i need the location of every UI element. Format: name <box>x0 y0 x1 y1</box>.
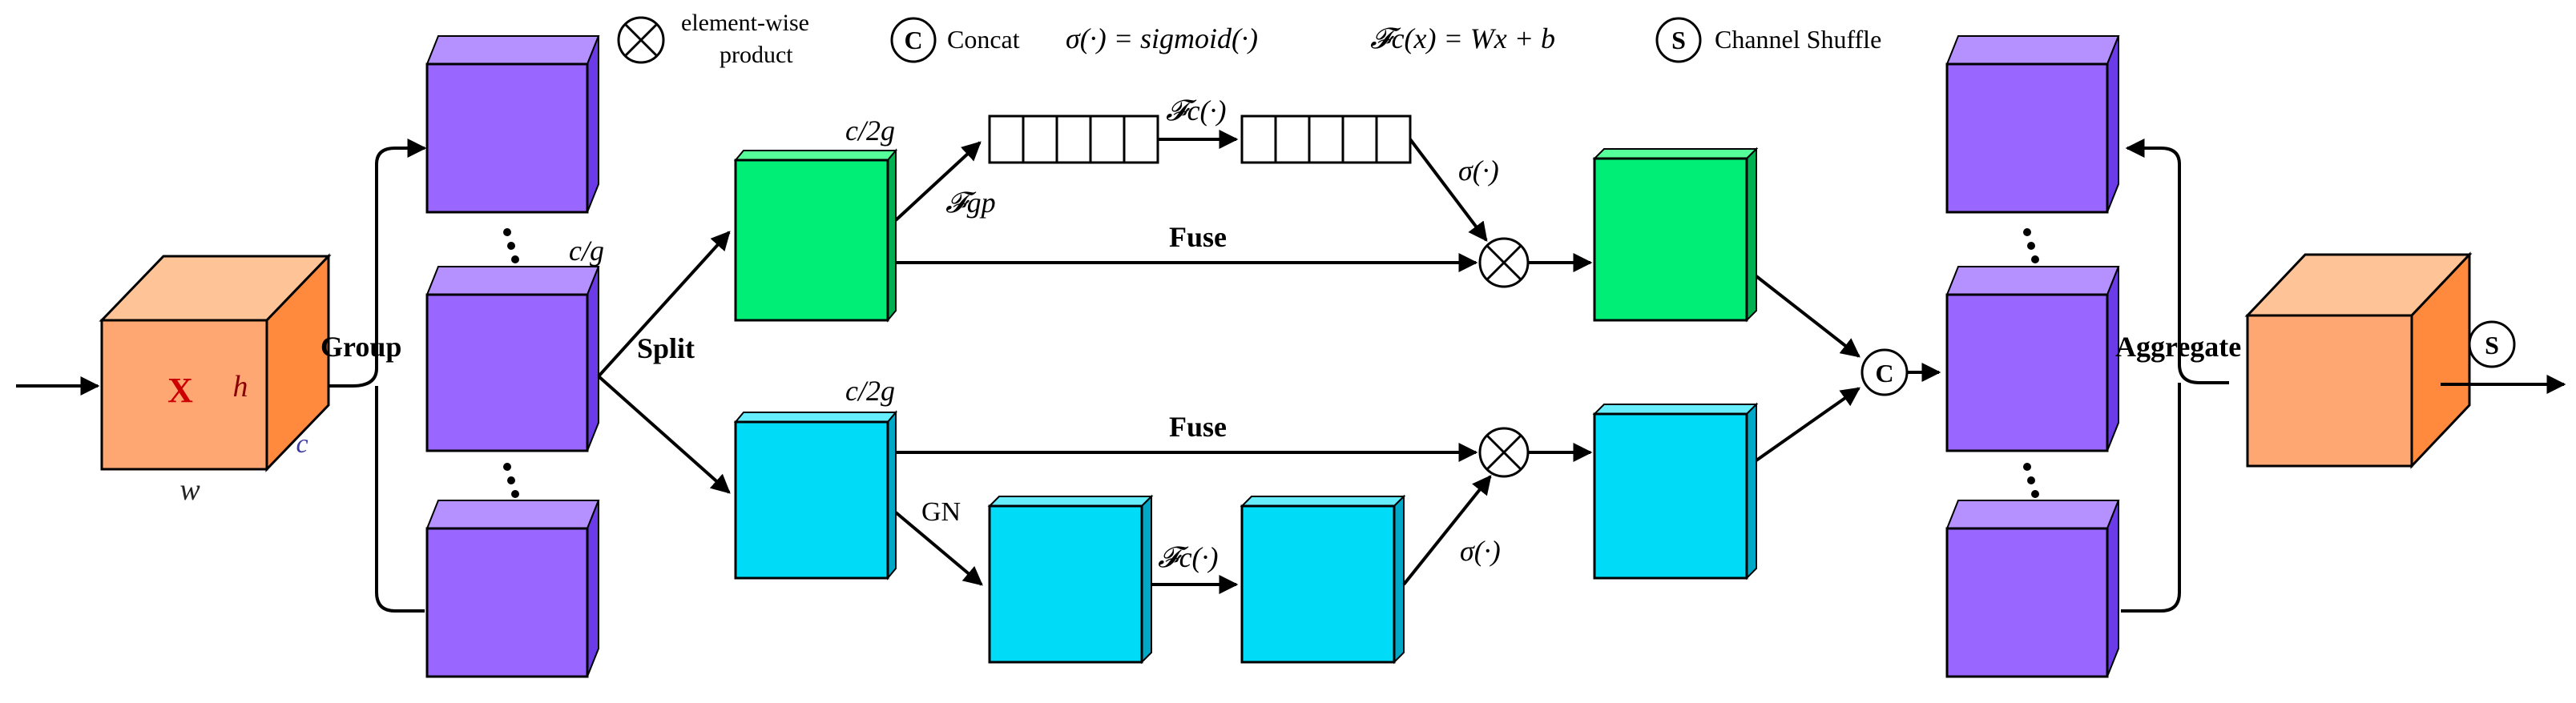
concat-symbol: C <box>1860 348 1909 396</box>
multiply-top-symbol <box>1478 237 1530 288</box>
fuse-bottom-label: Fuse <box>1169 411 1227 443</box>
aggregate-brace-top <box>2125 139 2229 384</box>
aggregate-cube-top <box>1945 35 2120 214</box>
gn-arrow <box>894 511 983 586</box>
ellipsis-dots-upper <box>503 228 519 263</box>
group-cube-bottom <box>425 500 600 678</box>
cyan-feature-block <box>733 410 898 580</box>
sigma-bottom-arrow <box>1402 475 1492 586</box>
group-label: Group <box>320 331 401 363</box>
legend-shuffle-symbol: S <box>1655 17 1702 63</box>
green-output-block <box>1592 147 1759 323</box>
input-h-label: h <box>233 370 248 404</box>
cyan-output-block <box>1592 402 1759 580</box>
pooled-vector <box>988 114 1159 164</box>
input-c-label: c <box>296 429 308 459</box>
channel-shuffle-symbol: S <box>2468 320 2516 368</box>
sigma-top-label: σ(·) <box>1458 155 1499 187</box>
ellipsis-dots-lower <box>503 463 519 498</box>
group-cube-top <box>425 35 600 214</box>
transformed-vector <box>1240 114 1412 164</box>
group-cube-middle <box>425 266 600 452</box>
svg-text:S: S <box>2485 331 2499 360</box>
legend: element-wise product C Concat σ(·) = sig… <box>617 10 1881 68</box>
elementwise-product-symbol <box>617 16 665 64</box>
cyan-fc-block <box>1240 494 1406 665</box>
input-w-label: w <box>179 473 200 507</box>
svg-text:C: C <box>1875 359 1893 388</box>
legend-shuffle-label: Channel Shuffle <box>1715 25 1881 54</box>
aggregate-brace-bottom <box>2121 383 2181 613</box>
legend-fc-definition: 𝓕c(x) = Wx + b <box>1370 22 1555 54</box>
output-tensor-cube <box>2244 251 2473 469</box>
split-arrow-up <box>597 231 731 378</box>
fuse-top-label: Fuse <box>1169 221 1227 253</box>
aggregate-ellipsis-lower <box>2023 463 2039 498</box>
legend-elementwise-line1: element-wise <box>681 10 809 36</box>
c-over-g-label: c/g <box>569 235 604 267</box>
svg-text:C: C <box>904 26 922 54</box>
input-x-label: X <box>167 371 193 410</box>
legend-elementwise-line2: product <box>720 42 793 68</box>
legend-concat-symbol: C <box>890 17 937 63</box>
aggregate-ellipsis-upper <box>2023 228 2039 263</box>
sigma-top-arrow <box>1409 138 1488 242</box>
fc-bottom-label: 𝓕c(·) <box>1158 541 1219 573</box>
c-over-2g-top-label: c/2g <box>845 114 895 147</box>
split-arrow-down <box>597 375 731 494</box>
input-tensor-cube <box>99 253 332 472</box>
aggregate-cube-bottom <box>1945 500 2120 678</box>
concat-in-bottom-arrow <box>1755 387 1860 462</box>
gn-label: GN <box>921 497 961 527</box>
aggregate-cube-middle <box>1945 266 2120 452</box>
cyan-gn-block <box>987 494 1154 665</box>
group-brace-top <box>329 139 427 388</box>
split-label: Split <box>637 332 695 364</box>
multiply-bottom-symbol <box>1478 427 1530 478</box>
group-brace-bottom <box>375 386 425 613</box>
legend-concat-label: Concat <box>947 25 1020 54</box>
green-feature-block <box>733 148 898 323</box>
fgp-label: 𝓕gp <box>945 187 996 219</box>
fgp-arrow <box>894 141 982 222</box>
svg-text:S: S <box>1671 26 1686 54</box>
c-over-2g-bottom-label: c/2g <box>845 375 895 407</box>
concat-in-top-arrow <box>1755 275 1860 358</box>
fc-top-label: 𝓕c(·) <box>1166 94 1227 127</box>
sigma-bottom-label: σ(·) <box>1460 535 1501 567</box>
legend-sigmoid-definition: σ(·) = sigmoid(·) <box>1066 22 1258 54</box>
aggregate-label: Aggregate <box>2115 331 2241 363</box>
